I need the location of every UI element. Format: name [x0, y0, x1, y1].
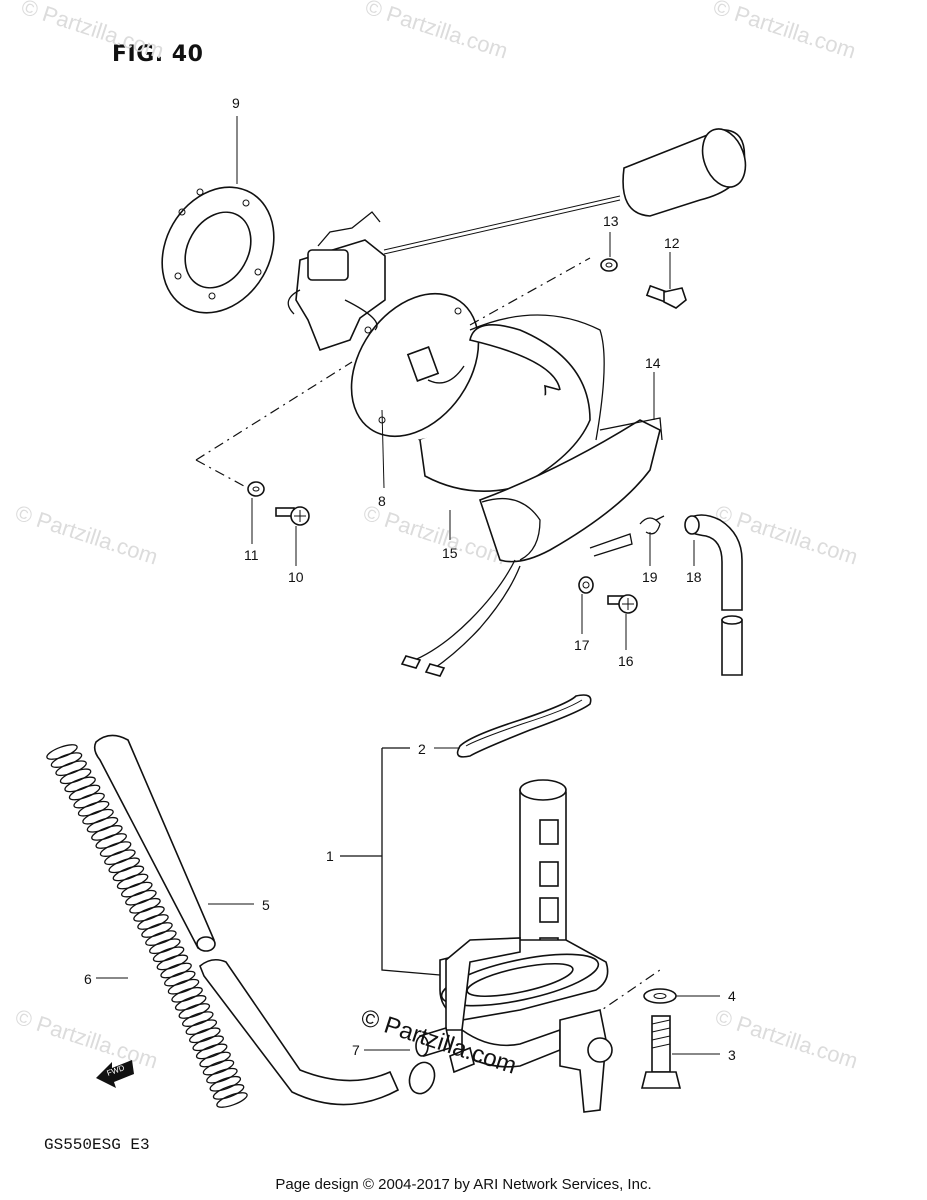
spring-coil	[145, 930, 177, 946]
spring-coil	[68, 784, 101, 801]
spring-coil	[108, 857, 140, 874]
callout-16: 16	[618, 653, 634, 669]
callout-19: 19	[642, 569, 658, 585]
clip-part-19[interactable]	[639, 515, 665, 535]
washer-part-4[interactable]	[643, 988, 677, 1004]
spring-coil	[73, 792, 105, 809]
spring-coil	[156, 954, 189, 971]
spring-coil	[64, 776, 96, 793]
spring-coil	[216, 1092, 248, 1108]
spring-coil	[199, 1051, 231, 1068]
spring-coil	[112, 865, 145, 882]
spring-coil	[192, 1035, 224, 1052]
spring-coil	[178, 1003, 211, 1019]
spring-coil	[152, 946, 185, 963]
hose-part-18[interactable]	[684, 514, 743, 676]
callout-3: 3	[728, 1047, 736, 1063]
wire-guard-part-15[interactable]	[417, 314, 605, 492]
spring-coil	[149, 938, 181, 955]
spring-coil	[91, 825, 123, 841]
callout-2: 2	[418, 741, 426, 757]
spring-coil	[189, 1027, 221, 1044]
spring-coil	[95, 833, 127, 849]
callout-6: 6	[84, 971, 92, 987]
sender-cover-part-14[interactable]	[478, 417, 663, 563]
spring-coil	[209, 1075, 242, 1092]
spring-coil	[50, 752, 83, 768]
callout-8: 8	[378, 493, 386, 509]
spring-coil	[46, 744, 78, 760]
washer-part-13[interactable]	[600, 258, 618, 272]
spring-coil	[59, 768, 92, 785]
page-footer: Page design © 2004-2017 by ARI Network S…	[275, 1176, 652, 1193]
callout-11: 11	[244, 547, 259, 563]
spring-coil	[121, 881, 153, 898]
leader-lines	[96, 116, 720, 1055]
spring-coil	[182, 1011, 214, 1027]
washer-part-17[interactable]	[578, 576, 594, 594]
callout-7: 7	[352, 1042, 360, 1058]
spring-coil	[86, 816, 119, 833]
spring-coil	[137, 914, 169, 930]
callout-10: 10	[288, 569, 304, 585]
figure-title: FIG. 40	[112, 42, 204, 67]
spring-coil	[104, 849, 136, 866]
wire-leads	[400, 559, 521, 677]
fuel-cock-assembly-part-1[interactable]	[415, 779, 613, 1113]
alignment-line	[195, 459, 245, 487]
spring-coil	[206, 1067, 238, 1084]
spring-coil	[160, 962, 192, 979]
spring-coil	[212, 1084, 245, 1100]
spring-coil	[195, 1043, 228, 1060]
spring-coil	[164, 970, 196, 987]
screw-part-16[interactable]	[607, 594, 638, 614]
callout-1: 1	[326, 848, 334, 864]
callout-18: 18	[686, 569, 702, 585]
callout-numbers: 9 13 12 14 8 15 11 10 17 16 19 18 2 1 5 …	[84, 95, 736, 1063]
protector-spring-part-6[interactable]	[45, 742, 248, 1110]
spring-coil	[77, 800, 110, 817]
spring-coil	[202, 1059, 235, 1076]
spring-coil	[171, 986, 203, 1003]
spring-coil	[185, 1019, 218, 1036]
spring-coil	[125, 889, 157, 906]
spring-coil	[129, 897, 161, 914]
callout-9: 9	[232, 95, 240, 111]
washer-part-11[interactable]	[247, 481, 265, 497]
bolt-part-3[interactable]	[640, 1015, 682, 1089]
spring-coil	[82, 808, 114, 825]
spring-coil	[133, 906, 165, 922]
screw-part-10[interactable]	[275, 506, 310, 526]
fuel-hose-part-5[interactable]	[93, 734, 400, 1106]
callout-15: 15	[442, 545, 458, 561]
callout-17: 17	[574, 637, 590, 653]
callout-5: 5	[262, 897, 270, 913]
spring-coil	[55, 760, 87, 777]
o-ring-part-2[interactable]	[456, 694, 592, 758]
callout-4: 4	[728, 988, 736, 1004]
spring-coil	[174, 995, 207, 1011]
spring-coil	[116, 873, 149, 890]
callout-14: 14	[645, 355, 661, 371]
fuel-sender-unit-part-8[interactable]	[287, 123, 753, 460]
gasket-ring-part-9[interactable]	[140, 167, 296, 333]
spring-coil	[167, 978, 200, 995]
model-code: GS550ESG E3	[44, 1136, 150, 1154]
alignment-line	[469, 257, 591, 326]
callout-13: 13	[603, 213, 619, 229]
spring-coil	[141, 922, 173, 938]
callout-12: 12	[664, 235, 680, 251]
callout-bracket	[381, 748, 441, 976]
forward-arrow-icon: FWD	[96, 1060, 134, 1088]
hose-clamp-part-7[interactable]	[405, 1059, 438, 1097]
alignment-line	[195, 361, 353, 461]
bolt-part-12[interactable]	[645, 284, 687, 309]
spring-coil	[99, 841, 132, 857]
